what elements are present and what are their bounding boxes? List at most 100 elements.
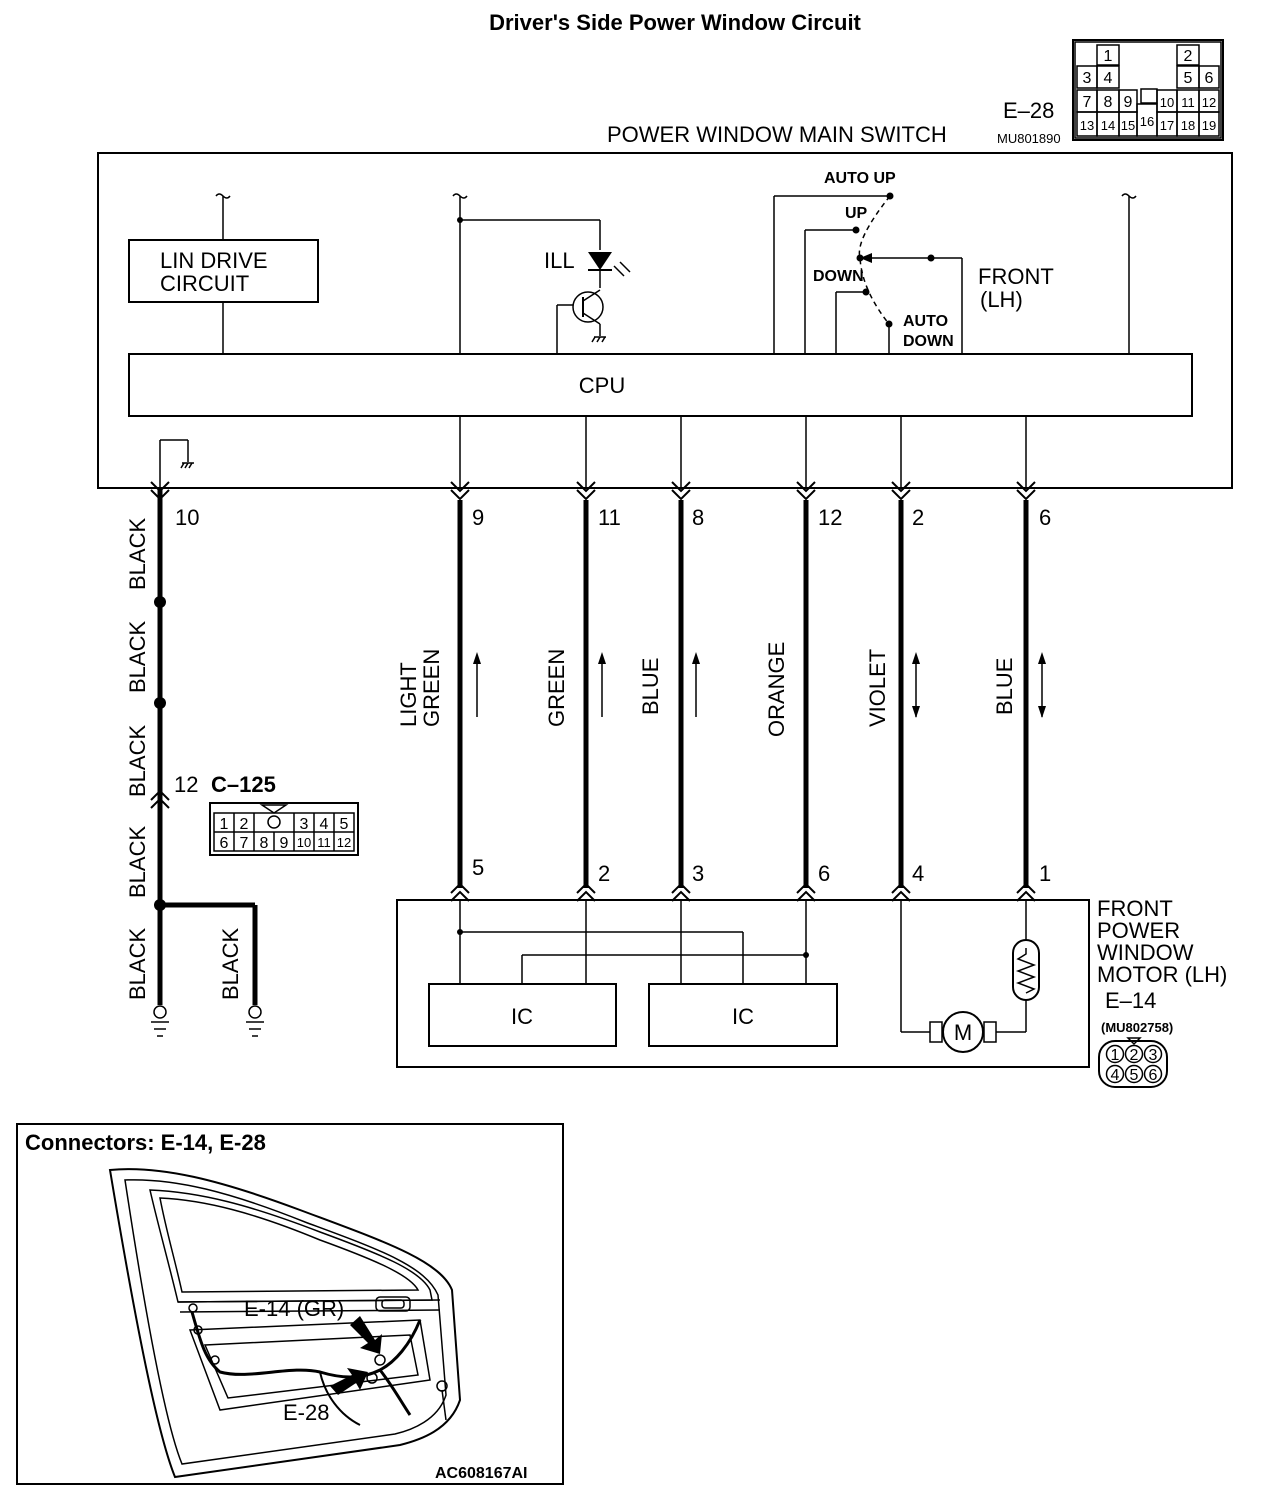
illumination-led	[588, 252, 631, 277]
switch-pos-auto-down: DOWN	[903, 333, 954, 350]
e28-pin-label: 6	[1205, 70, 1214, 87]
motor-name: MOTOR (LH)	[1097, 962, 1227, 987]
motor-pin-number: 1	[1039, 861, 1051, 886]
svg-text:LIN DRIVE: LIN DRIVE	[160, 248, 268, 273]
ground-symbol	[246, 1005, 264, 1037]
wire-color-label: BLACK	[125, 928, 150, 1000]
switch-housing	[97, 152, 1233, 489]
e28-connector-id: E–28	[1003, 98, 1054, 123]
e14-location-label: E-14 (GR)	[244, 1296, 344, 1321]
svg-text:6: 6	[1149, 1067, 1158, 1084]
svg-text:4: 4	[320, 816, 329, 833]
ic-block: IC	[428, 983, 617, 1047]
e28-pin-label: 7	[1083, 94, 1092, 111]
svg-text:6: 6	[220, 835, 229, 852]
wire-color-label: LIGHT	[396, 662, 421, 727]
switch-pos-up: UP	[845, 205, 868, 222]
ground-symbol	[151, 1005, 169, 1037]
switch-pos-auto-down: AUTO	[903, 313, 948, 330]
wire-color-label: BLACK	[125, 621, 150, 693]
motor-pin-number: 2	[598, 861, 610, 886]
svg-text:1: 1	[220, 816, 229, 833]
svg-text:3: 3	[300, 816, 309, 833]
front-lh-label: (LH)	[980, 287, 1023, 312]
wire-color-label: BLUE	[638, 658, 663, 715]
e14-connector-id: E–14	[1105, 988, 1156, 1013]
e28-pin-label: 10	[1160, 95, 1174, 110]
e28-pin-label: 1	[1104, 48, 1113, 65]
svg-text:2: 2	[1130, 1047, 1139, 1064]
wire-color-label: BLACK	[218, 928, 243, 1000]
e28-pin-label: 4	[1104, 70, 1113, 87]
door-illustration	[108, 1168, 462, 1479]
svg-text:5: 5	[1130, 1067, 1139, 1084]
motor-pin-number: 4	[912, 861, 924, 886]
switch-pos-auto-up: AUTO UP	[824, 170, 896, 187]
wire-color-label: BLACK	[125, 518, 150, 590]
lin-drive-circuit: LIN DRIVE CIRCUIT	[128, 239, 319, 303]
junction-pin: 12	[174, 772, 198, 797]
e28-pin-label: 5	[1184, 70, 1193, 87]
svg-text:9: 9	[280, 835, 289, 852]
e28-pin-label: 8	[1104, 94, 1113, 111]
wire-color-label: BLUE	[992, 658, 1017, 715]
svg-text:IC: IC	[732, 1004, 754, 1029]
switch-pin-number: 11	[598, 505, 621, 530]
e28-pin-label: 11	[1181, 95, 1195, 110]
svg-text:5: 5	[340, 816, 349, 833]
e28-location-label: E-28	[283, 1400, 329, 1425]
c125-connector-face: 1 2 3 4 5 6 7 8 9 10 11 12	[209, 802, 359, 856]
wire-color-label: GREEN	[419, 649, 444, 727]
switch-pin-number: 10	[175, 505, 199, 530]
e28-pin-label: 9	[1124, 94, 1133, 111]
svg-text:CPU: CPU	[579, 373, 625, 398]
svg-text:M: M	[954, 1020, 972, 1045]
svg-text:10: 10	[297, 835, 311, 850]
figure-code: AC608167AI	[435, 1465, 528, 1482]
cpu-block: CPU	[128, 353, 1193, 417]
e14-part-no: (MU802758)	[1101, 1020, 1173, 1035]
motor-pin-number: 5	[472, 855, 484, 880]
svg-text:IC: IC	[511, 1004, 533, 1029]
wire-color-label: VIOLET	[865, 649, 890, 727]
svg-text:1: 1	[1111, 1047, 1120, 1064]
wire-color-label: GREEN	[544, 649, 569, 727]
location-inset	[16, 1123, 564, 1485]
svg-text:CIRCUIT: CIRCUIT	[160, 271, 249, 296]
motor-name: POWER	[1097, 918, 1180, 943]
motor-name: FRONT	[1097, 896, 1173, 921]
e28-pin-label: 18	[1181, 118, 1195, 133]
e28-pin-label: 17	[1160, 118, 1174, 133]
ic-block: IC	[648, 983, 838, 1047]
window-switch: AUTO UP UP DOWN AUTO DOWN	[773, 170, 963, 354]
motor-symbol: M	[929, 1011, 997, 1053]
switch-connector-chevrons	[150, 481, 1036, 501]
svg-text:2: 2	[240, 816, 249, 833]
switch-pin-number: 12	[818, 505, 842, 530]
switch-pin-number: 8	[692, 505, 704, 530]
front-lh-label: FRONT	[978, 264, 1054, 289]
signal-direction-arrows	[473, 652, 1046, 718]
switch-pin-number: 9	[472, 505, 484, 530]
junction-connector-id: C–125	[211, 772, 276, 797]
switch-pin-number: 2	[912, 505, 924, 530]
e28-connector-face: 1 2 3 4 5 6 7 8 9 10 11 12 13 14 15 16 1…	[1072, 39, 1224, 141]
wire-color-label: BLACK	[125, 725, 150, 797]
switch-part-no: MU801890	[997, 131, 1061, 146]
svg-text:11: 11	[317, 835, 331, 850]
inset-title: Connectors: E-14, E-28	[25, 1130, 266, 1155]
e28-pin-label: 13	[1080, 118, 1094, 133]
switch-pin-number: 6	[1039, 505, 1051, 530]
e28-pin-label: 2	[1184, 48, 1193, 65]
ill-label: ILL	[544, 248, 575, 273]
svg-text:7: 7	[240, 835, 249, 852]
e28-pin-label: 16	[1140, 114, 1154, 129]
e28-pin-label: 12	[1202, 95, 1216, 110]
motor-pin-number: 6	[818, 861, 830, 886]
diagram-title: Driver's Side Power Window Circuit	[489, 10, 861, 35]
e28-pin-label: 3	[1083, 70, 1092, 87]
e28-pin-label: 15	[1121, 118, 1135, 133]
wire-color-label: ORANGE	[764, 642, 789, 737]
motor-housing	[396, 899, 1090, 1068]
